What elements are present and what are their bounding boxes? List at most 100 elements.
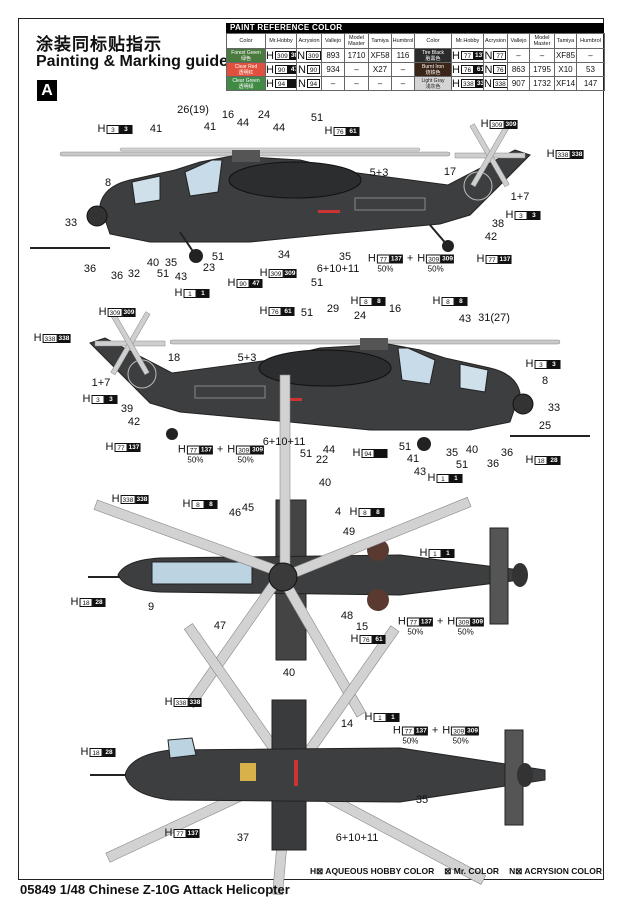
hobby-prefix: H (417, 252, 426, 265)
acrysion-prefix: N (484, 63, 493, 76)
part-number-callout: 40 (318, 477, 332, 489)
mr-color-code-box: 338 (135, 494, 149, 504)
mr-color-code-box: 47 (249, 278, 263, 288)
hobby-prefix: H (505, 209, 514, 221)
mm-cell: 1795 (529, 62, 555, 77)
legend: H⊠ AQUEOUS HOBBY COLOR ⊠ Mr. COLOR N⊠ AC… (310, 866, 602, 877)
part-number-callout: 51 (310, 112, 324, 124)
hobby-prefix: H (33, 332, 42, 344)
hobby-prefix: H (350, 633, 359, 645)
part-number-callout: 24 (353, 310, 367, 322)
aqueous-code-box: 1 (373, 712, 387, 722)
mr-color-code-box: 3 (527, 210, 541, 220)
mr-color-code-box: 338 (475, 79, 483, 88)
aqueous-code-box: 8 (358, 507, 372, 517)
part-number-callout: 16 (388, 303, 402, 315)
acrysion-code-box: 309 (306, 51, 321, 60)
tamiya-cell: XF14 (554, 76, 577, 91)
part-number-callout: 38 (491, 218, 505, 230)
aqueous-code-box: 90 (236, 278, 250, 288)
part-number-callout: 24 (257, 109, 271, 121)
aqueous-code-box: 94 (274, 79, 288, 88)
humbrol-cell: 116 (391, 48, 415, 63)
part-number-callout: 5+3 (237, 352, 257, 364)
hobby-prefix: H (364, 711, 373, 723)
mr-color-code-box: 137 (419, 617, 433, 626)
mr-color-code-box: 338 (57, 333, 71, 343)
hobby-prefix: H (476, 253, 485, 265)
hobby-prefix: H (70, 596, 79, 608)
aqueous-code-box: 77 (406, 617, 420, 626)
part-number-callout: 43 (458, 313, 472, 325)
aqueous-code-box: 309 (489, 119, 505, 129)
column-header: Humbrol (576, 33, 605, 49)
mr-color-code-box: 47 (287, 65, 296, 74)
mr-color-code-box: 28 (92, 597, 106, 607)
legend-acrysion: N⊠ ACRYSION COLOR (509, 866, 602, 876)
vallejo-cell: 907 (507, 76, 530, 91)
mr-color-code-box: 137 (473, 51, 483, 60)
vallejo-cell: 934 (321, 62, 345, 77)
helicopter-bottom-view (90, 623, 546, 896)
part-number-callout: 26(19) (177, 104, 209, 116)
part-number-callout: 33 (64, 217, 78, 229)
part-number-callout: 9 (147, 601, 155, 613)
aqueous-code-box: 18 (79, 597, 93, 607)
color-name: Clear Red (234, 63, 258, 70)
hobby-prefix: H (480, 118, 489, 130)
helicopter-top-view (88, 374, 528, 718)
aqueous-code-box: 94 (361, 448, 375, 458)
part-number-callout: 44 (236, 117, 250, 129)
aqueous-code-box: 3 (91, 394, 105, 404)
aqueous-code-box: 76 (268, 306, 282, 316)
tamiya-cell: X10 (554, 62, 577, 77)
part-number-callout: 36 (83, 263, 97, 275)
mix-ratio: 50% (457, 627, 474, 637)
mr-color-code-box: 1 (196, 288, 210, 298)
hobby-prefix: H (419, 547, 428, 559)
part-number-callout: 6+10+11 (335, 832, 379, 844)
part-number-callout: 42 (484, 231, 498, 243)
part-number-callout: 14 (340, 718, 354, 730)
part-number-callout: 33 (547, 402, 561, 414)
part-number-callout: 44 (322, 444, 336, 456)
mix-ratio: 50% (237, 455, 254, 465)
aqueous-code-box: 338 (460, 79, 476, 88)
mr-color-code-box: 61 (372, 634, 386, 644)
part-number-callout: 6+10+11 (262, 436, 306, 448)
aqueous-code-box: 3 (106, 124, 120, 134)
column-header: Tamiya (554, 33, 577, 49)
mr-color-code-box: 28 (102, 747, 116, 757)
mm-cell: – (529, 48, 555, 63)
